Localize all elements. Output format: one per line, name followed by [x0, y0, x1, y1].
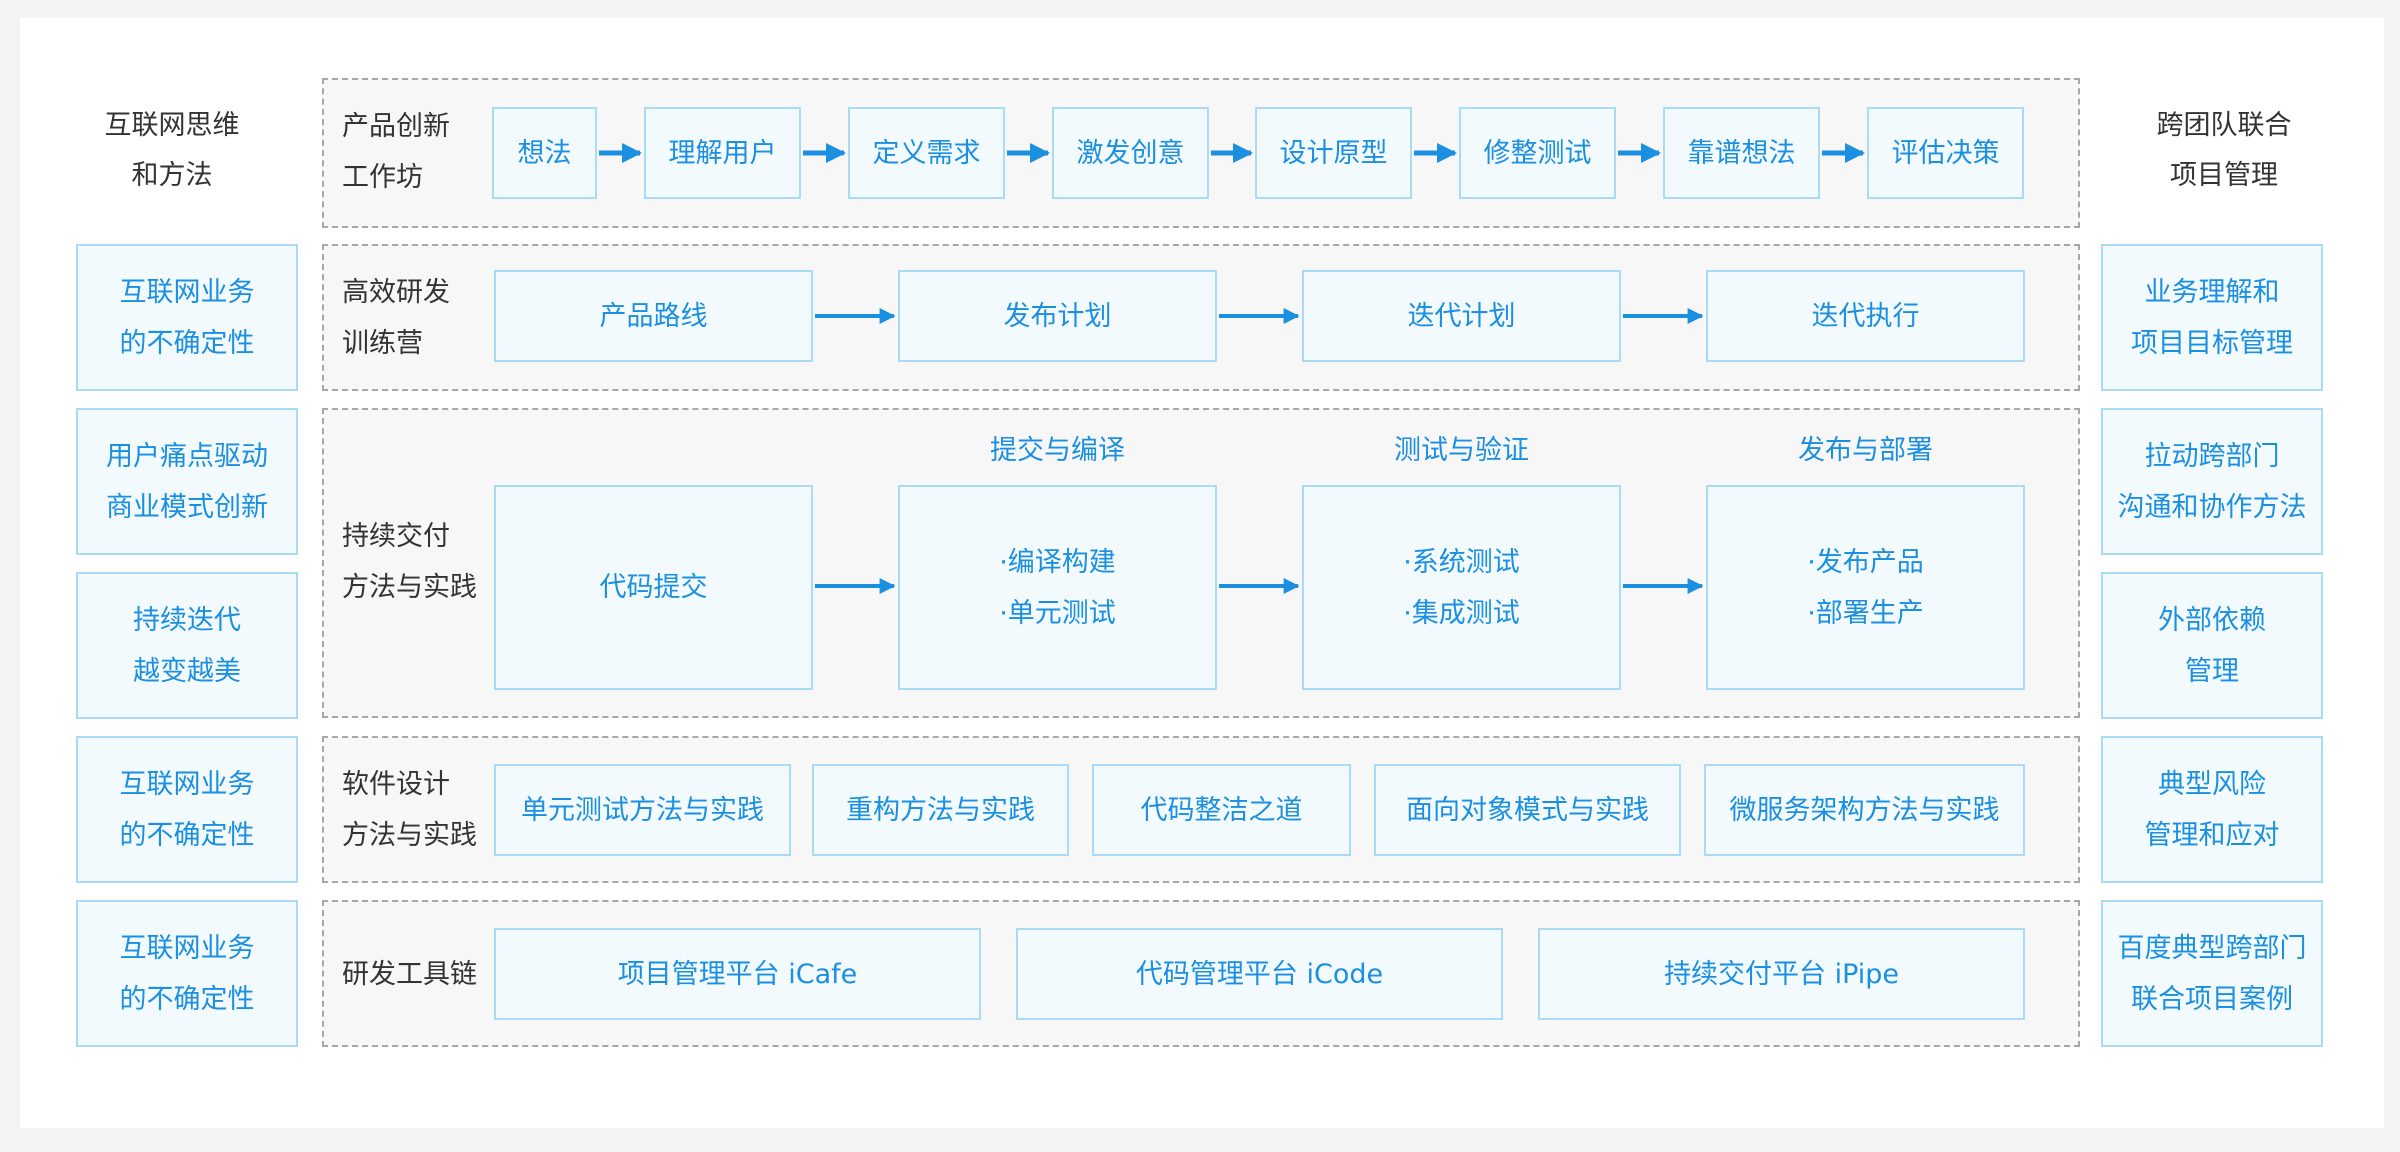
delivery-box-test: ·系统测试 ·集成测试: [1302, 485, 1621, 690]
tools-item-3: 持续交付平台 iPipe: [1538, 928, 2025, 1020]
right-column-header: 跨团队联合 项目管理: [2156, 110, 2292, 191]
workshop-step-3: 定义需求: [848, 107, 1005, 199]
delivery-stage-3: 发布与部署: [1798, 435, 1933, 466]
workshop-step-4: 激发创意: [1052, 107, 1209, 199]
delivery-stage-2: 测试与验证: [1394, 435, 1529, 466]
diagram-card: 互联网思维 和方法 互联网业务 的不确定性 用户痛点驱动 商业模式创新 持续迭代…: [20, 18, 2384, 1128]
workshop-step-5: 设计原型: [1255, 107, 1412, 199]
design-item-4: 面向对象模式与实践: [1374, 764, 1681, 856]
delivery-box-build-line-2: ·单元测试: [999, 597, 1116, 629]
delivery-box-release: ·发布产品 ·部署生产: [1706, 485, 2025, 690]
delivery-box-test-line-2: ·集成测试: [1403, 597, 1520, 629]
delivery-box-release-line-2: ·部署生产: [1807, 597, 1924, 629]
tools-item-2: 代码管理平台 iCode: [1016, 928, 1503, 1020]
workshop-step-8: 评估决策: [1867, 107, 2024, 199]
delivery-stage-1: 提交与编译: [990, 435, 1125, 466]
right-item-3: 外部依赖 管理: [2101, 572, 2323, 719]
row-bootcamp-label: 高效研发 训练营: [342, 277, 450, 359]
design-item-2: 重构方法与实践: [812, 764, 1069, 856]
right-item-5: 百度典型跨部门 联合项目案例: [2101, 900, 2323, 1047]
right-item-2: 拉动跨部门 沟通和协作方法: [2101, 408, 2323, 555]
left-item-1: 互联网业务 的不确定性: [76, 244, 298, 391]
workshop-step-2: 理解用户: [644, 107, 801, 199]
workshop-step-1: 想法: [492, 107, 597, 199]
left-item-3: 持续迭代 越变越美: [76, 572, 298, 719]
bootcamp-step-2: 发布计划: [898, 270, 1217, 362]
left-column-header: 互联网思维 和方法: [104, 110, 240, 191]
delivery-box-build: ·编译构建 ·单元测试: [898, 485, 1217, 690]
right-item-4: 典型风险 管理和应对: [2101, 736, 2323, 883]
left-item-4: 互联网业务 的不确定性: [76, 736, 298, 883]
bootcamp-step-3: 迭代计划: [1302, 270, 1621, 362]
right-item-1: 业务理解和 项目目标管理: [2101, 244, 2323, 391]
design-item-1: 单元测试方法与实践: [494, 764, 791, 856]
bootcamp-step-1: 产品路线: [494, 270, 813, 362]
delivery-box-build-line-1: ·编译构建: [999, 546, 1116, 578]
delivery-box-test-line-1: ·系统测试: [1403, 546, 1520, 578]
tools-item-1: 项目管理平台 iCafe: [494, 928, 981, 1020]
row-delivery-label: 持续交付 方法与实践: [342, 521, 477, 603]
delivery-code-commit: 代码提交: [494, 485, 813, 690]
row-workshop-label: 产品创新 工作坊: [342, 111, 450, 193]
workshop-step-7: 靠谱想法: [1663, 107, 1820, 199]
row-tools-label: 研发工具链: [342, 958, 477, 990]
left-item-2: 用户痛点驱动 商业模式创新: [76, 408, 298, 555]
left-item-5: 互联网业务 的不确定性: [76, 900, 298, 1047]
row-design-label: 软件设计 方法与实践: [342, 769, 477, 851]
design-item-5: 微服务架构方法与实践: [1704, 764, 2025, 856]
design-item-3: 代码整洁之道: [1092, 764, 1351, 856]
bootcamp-step-4: 迭代执行: [1706, 270, 2025, 362]
delivery-box-release-line-1: ·发布产品: [1807, 546, 1924, 578]
workshop-step-6: 修整测试: [1459, 107, 1616, 199]
